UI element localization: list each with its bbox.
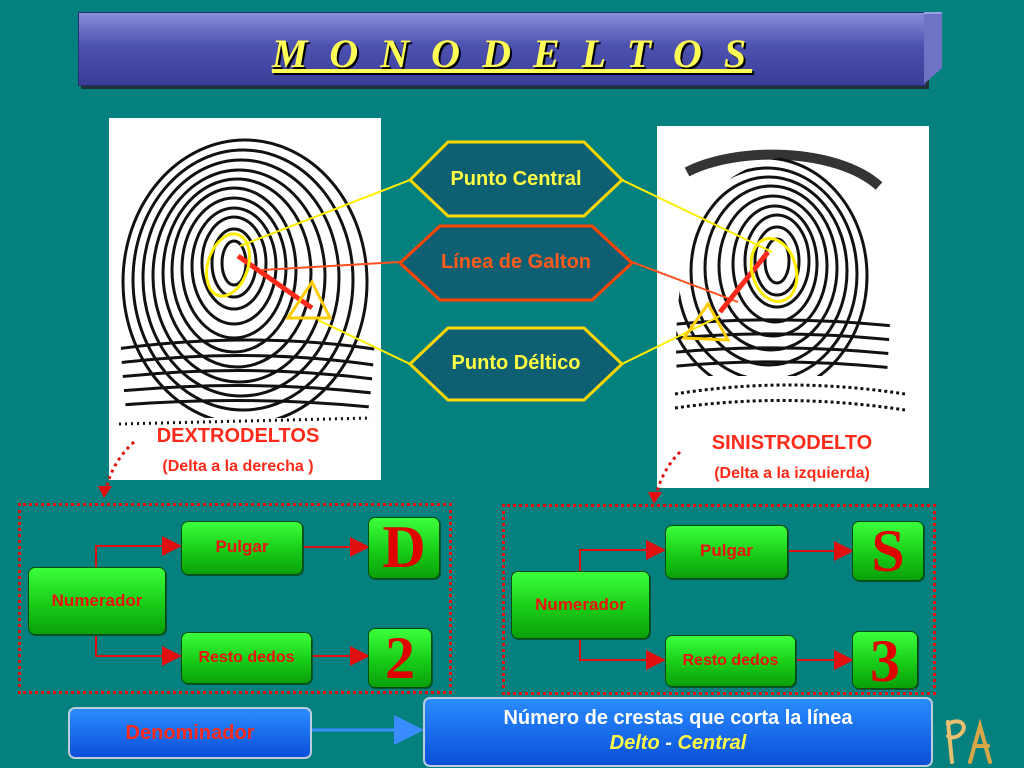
hexagon-linea-galton (397, 224, 635, 302)
description-central: Central (677, 732, 747, 754)
denominador-description-box: Número de crestas que corta la línea Del… (423, 697, 933, 767)
number-2-box: 2 (368, 628, 432, 688)
description-line-1: Número de crestas que corta la línea (503, 707, 853, 729)
resto-dedos-box-right: Resto dedos (665, 635, 796, 687)
hex-label-deltico: Punto Déltico (451, 352, 581, 374)
pulgar-box-left: Pulgar (181, 521, 303, 575)
galton-line-right (718, 250, 770, 314)
fingerprint-right (657, 126, 929, 488)
denominador-box: Denominador (68, 707, 312, 759)
subcaption-sinistrodelto: (Delta a la izquierda) (714, 465, 870, 482)
resto-dedos-box-left: Resto dedos (181, 632, 312, 684)
description-delto: Delto (609, 732, 660, 754)
numerador-box-left: Numerador (28, 567, 166, 635)
numerador-box-right: Numerador (511, 571, 650, 639)
description-dash: - (659, 732, 678, 754)
delta-triangle-right (681, 301, 731, 342)
banner-3d-side (924, 12, 942, 84)
hexagon-punto-central (407, 140, 625, 218)
title-banner (78, 12, 926, 86)
core-ellipse-right (749, 237, 799, 303)
letter-d-box: D (368, 517, 440, 579)
caption-sinistrodelto: SINISTRODELTO (711, 432, 873, 454)
hexagon-punto-deltico (407, 326, 625, 402)
hex-label-galton: Línea de Galton (440, 251, 592, 273)
core-ellipse-left (205, 232, 251, 298)
page-title: M O N O D E L T O S (271, 31, 753, 76)
hex-label-central: Punto Central (450, 168, 582, 190)
delta-triangle-left (285, 279, 333, 320)
description-line-2: Delto - Central (425, 732, 931, 755)
denominador-label: Denominador (125, 722, 255, 744)
panel-dextrodeltos (18, 503, 452, 694)
fingerprint-left (109, 118, 381, 480)
caption-dextrodeltos: DEXTRODELTOS (156, 425, 320, 447)
panel-sinistrodelto (502, 504, 936, 695)
number-3-box: 3 (852, 631, 918, 691)
letter-s-box: S (852, 521, 924, 581)
pulgar-box-right: Pulgar (665, 525, 788, 579)
logo-pa (946, 718, 992, 764)
subcaption-dextrodeltos: (Delta a la derecha ) (162, 458, 314, 475)
